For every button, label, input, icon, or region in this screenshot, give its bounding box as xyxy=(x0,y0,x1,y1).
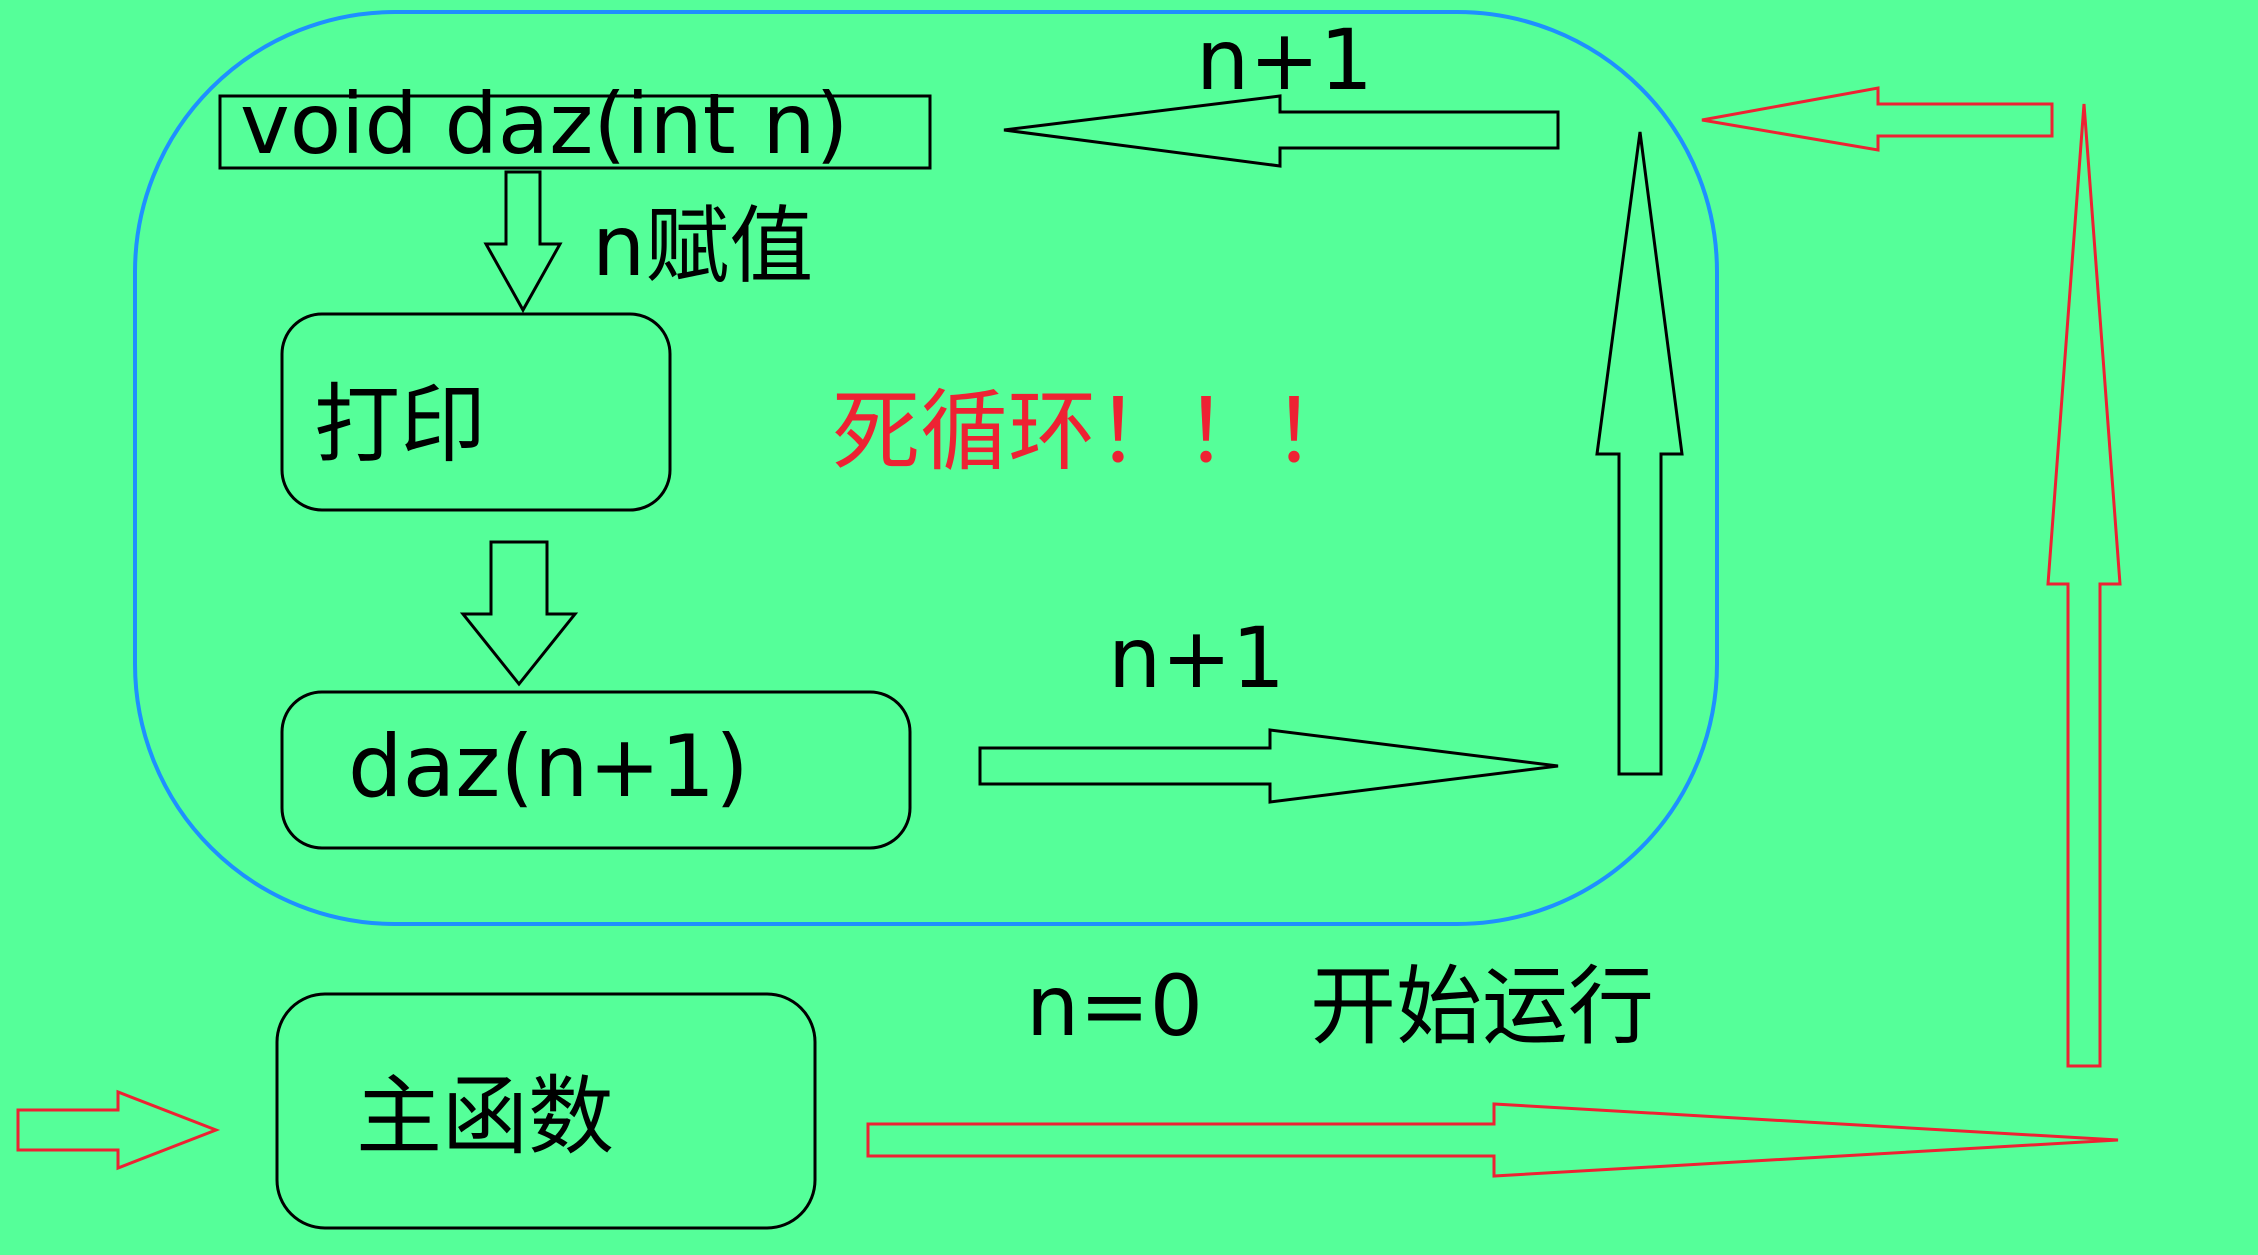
main-label: 主函数 xyxy=(356,1067,614,1167)
print-label: 打印 xyxy=(314,375,486,475)
print-box xyxy=(280,312,672,512)
red-arrow-into-loop xyxy=(1701,86,2054,152)
increment-label-bottom: n+1 xyxy=(1108,609,1286,707)
start-n-label: n=0 xyxy=(1026,957,1204,1055)
red-arrow-main-right xyxy=(866,1102,2119,1178)
down-arrow-call xyxy=(459,540,579,687)
main-function-box xyxy=(275,992,817,1230)
left-arrow-back-to-function xyxy=(1003,94,1560,168)
up-arrow-loop xyxy=(1595,131,1684,776)
function-signature-label: void daz(int n) xyxy=(240,75,849,173)
recursive-call-label: daz(n+1) xyxy=(348,717,749,817)
start-run-label: 开始运行 xyxy=(1310,957,1654,1057)
recursive-call-box xyxy=(280,690,912,850)
function-signature-box xyxy=(218,94,932,170)
assign-label: n赋值 xyxy=(592,197,814,295)
down-arrow-assign xyxy=(483,170,563,314)
entry-arrow-to-main xyxy=(16,1089,221,1171)
right-arrow-increment xyxy=(978,728,1559,804)
loop-boundary xyxy=(133,10,1719,926)
loop-label: 死循环！！！ xyxy=(832,380,1361,483)
red-arrow-up-right xyxy=(2046,103,2122,1068)
increment-label-top: n+1 xyxy=(1196,11,1374,109)
